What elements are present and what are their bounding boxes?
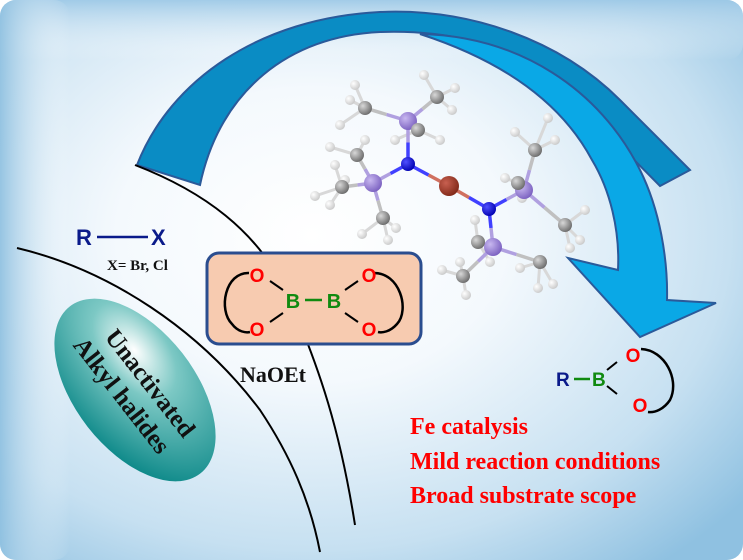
hydrogen-atom bbox=[510, 127, 520, 137]
hydrogen-atom bbox=[357, 229, 367, 239]
substrate-formula: R X X= Br, Cl bbox=[76, 225, 168, 274]
bond-b-o-br bbox=[344, 312, 359, 323]
carbon-atom bbox=[528, 143, 542, 157]
silicon-atom bbox=[399, 112, 417, 130]
left-ring-arc bbox=[223, 271, 251, 334]
silicon-atom bbox=[484, 238, 502, 256]
hydrogen-atom bbox=[419, 70, 429, 80]
hydrogen-atom bbox=[500, 173, 510, 183]
silicon-atom bbox=[364, 174, 382, 192]
carbon-atom bbox=[511, 176, 525, 190]
hydrogen-atom bbox=[543, 113, 553, 123]
hydrogen-atom bbox=[575, 235, 585, 245]
product-r: R bbox=[556, 370, 570, 391]
carbon-atom bbox=[376, 211, 390, 225]
hydrogen-atom bbox=[447, 105, 457, 115]
hydrogen-atom bbox=[350, 80, 360, 90]
hydrogen-atom bbox=[390, 135, 400, 145]
hydrogen-atom bbox=[383, 235, 393, 245]
hydrogen-atom bbox=[360, 135, 370, 145]
teal-ellipse bbox=[54, 298, 216, 482]
substrate-r: R bbox=[76, 225, 92, 250]
carbon-atom bbox=[350, 148, 364, 162]
product-b-o-bottom bbox=[606, 385, 618, 395]
oxygen-tr: O bbox=[362, 266, 377, 287]
boron-right: B bbox=[327, 291, 341, 313]
substrate-x: X bbox=[151, 225, 166, 250]
oxygen-br: O bbox=[362, 320, 377, 341]
hydrogen-atom bbox=[435, 135, 445, 145]
product-oxygen-top: O bbox=[626, 346, 641, 367]
hydrogen-atom bbox=[470, 215, 480, 225]
product-boron: B bbox=[592, 370, 606, 391]
carbon-atom bbox=[430, 90, 444, 104]
hydrogen-atom bbox=[450, 83, 460, 93]
oxygen-bl: O bbox=[250, 320, 265, 341]
hydrogen-atom bbox=[461, 290, 471, 300]
reagent-box bbox=[205, 251, 423, 346]
carbon-atom bbox=[335, 180, 349, 194]
highlight-item: Fe catalysis bbox=[410, 414, 528, 440]
hydrogen-atom bbox=[437, 265, 447, 275]
iron-catalyst-model bbox=[310, 70, 590, 300]
product-b-o-top bbox=[606, 361, 618, 371]
hydrogen-atom bbox=[580, 205, 590, 215]
boron-left: B bbox=[286, 291, 300, 313]
right-ring-arc bbox=[372, 271, 404, 334]
hydrogen-atom bbox=[548, 279, 558, 289]
hydrogen-atom bbox=[515, 263, 525, 273]
hydrogen-atom bbox=[533, 283, 543, 293]
arrow-body-front bbox=[419, 33, 717, 339]
hydrogen-atom bbox=[325, 142, 335, 152]
bond-b-o-tr bbox=[344, 280, 359, 291]
hydrogen-atom bbox=[455, 257, 465, 267]
highlights-list: Fe catalysis Mild reaction conditions Br… bbox=[410, 414, 660, 509]
hydrogen-atom bbox=[310, 191, 320, 201]
product-oxygen-bottom: O bbox=[633, 396, 648, 417]
halide-definition: X= Br, Cl bbox=[107, 258, 168, 274]
highlight-item: Mild reaction conditions bbox=[410, 449, 660, 475]
carbon-atom bbox=[533, 255, 547, 269]
boronate-product: R B O O bbox=[556, 346, 675, 417]
hydrogen-atom bbox=[325, 200, 335, 210]
reaction-arrow bbox=[135, 10, 717, 339]
hydrogen-atom bbox=[391, 223, 401, 233]
oxygen-tl: O bbox=[250, 266, 265, 287]
hydrogen-atom bbox=[485, 257, 495, 267]
bond-o-b-tl bbox=[269, 280, 284, 291]
hydrogen-atom bbox=[565, 243, 575, 253]
carbon-atom bbox=[358, 101, 372, 115]
iron-atom bbox=[439, 176, 459, 196]
hydrogen-atom bbox=[330, 160, 340, 170]
bond-o-b-bl bbox=[269, 312, 284, 323]
diboron-reagent: O O O O B B bbox=[205, 251, 423, 346]
highlight-item: Broad substrate scope bbox=[410, 483, 637, 509]
hydrogen-atom bbox=[550, 135, 560, 145]
carbon-atom bbox=[471, 235, 485, 249]
nitrogen-atom bbox=[401, 157, 415, 171]
hydrogen-atom bbox=[345, 95, 355, 105]
arrow-body-back bbox=[135, 10, 692, 188]
carbon-atom bbox=[456, 269, 470, 283]
carbon-atom bbox=[411, 123, 425, 137]
inner-boundary-curve bbox=[16, 247, 321, 553]
product-ring-arc bbox=[640, 347, 675, 414]
base-label: NaOEt bbox=[240, 362, 307, 387]
hydrogen-atom bbox=[335, 120, 345, 130]
carbon-atom bbox=[558, 218, 572, 232]
background-left-shade bbox=[0, 0, 70, 560]
nitrogen-atom bbox=[482, 202, 496, 216]
